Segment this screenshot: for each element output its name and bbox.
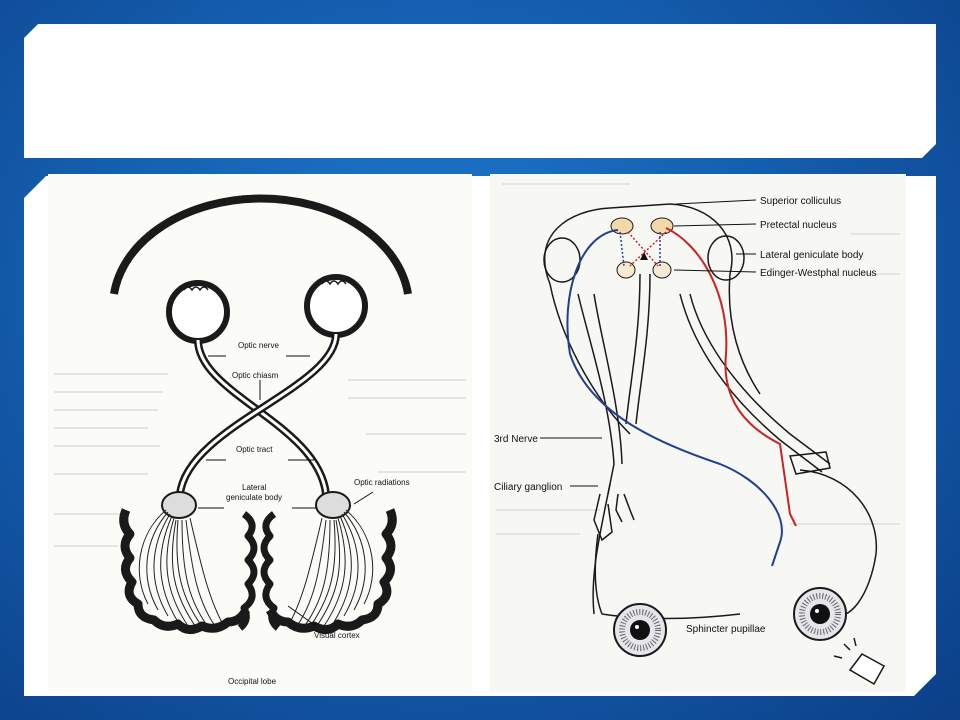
background-text bbox=[54, 373, 466, 547]
right-lateral-geniculate-body bbox=[315, 491, 351, 519]
label-sphincter-pupillae: Sphincter pupillae bbox=[686, 624, 766, 635]
visual-pathway-figure: Optic nerve Optic chiasm Optic tract Lat… bbox=[48, 174, 472, 692]
right-eye-iris bbox=[793, 587, 847, 641]
label-visual-cortex: Visual cortex bbox=[314, 631, 360, 640]
pointer-lines bbox=[540, 199, 757, 487]
right-optic-radiations bbox=[287, 509, 374, 633]
label-superior-colliculus: Superior colliculus bbox=[760, 196, 841, 207]
label-third-nerve: 3rd Nerve bbox=[494, 434, 538, 445]
label-lateral: Lateral bbox=[242, 483, 267, 492]
label-ciliary-ganglion: Ciliary ganglion bbox=[494, 482, 562, 493]
background-text bbox=[496, 183, 900, 535]
label-optic-chiasm: Optic chiasm bbox=[232, 371, 279, 380]
brainstem-outline bbox=[543, 203, 878, 617]
label-geniculate-body: geniculate body bbox=[226, 493, 282, 502]
left-eye bbox=[166, 280, 230, 344]
label-optic-radiations: Optic radiations bbox=[354, 478, 410, 487]
occipital-cortex bbox=[119, 508, 397, 634]
flashlight-icon bbox=[833, 637, 886, 686]
optic-pathway bbox=[176, 333, 340, 495]
left-eye-iris bbox=[613, 603, 667, 657]
label-lateral-geniculate-body: Lateral geniculate body bbox=[760, 250, 863, 261]
ciliary-ganglion bbox=[594, 533, 741, 620]
pretectal-nuclei bbox=[610, 217, 674, 235]
left-optic-radiations bbox=[138, 509, 225, 633]
pupillary-reflex-figure: Superior colliculus Pretectal nucleus La… bbox=[490, 174, 906, 692]
label-pretectal-nucleus: Pretectal nucleus bbox=[760, 220, 837, 231]
slide-title-area bbox=[24, 24, 936, 158]
efferent-pathway bbox=[566, 229, 783, 567]
midline-marker bbox=[640, 252, 648, 260]
pointer-arrows bbox=[198, 355, 374, 627]
left-lateral-geniculate-body bbox=[161, 491, 197, 519]
visual-field-arc bbox=[110, 194, 412, 295]
label-edinger-westphal-nucleus: Edinger-Westphal nucleus bbox=[760, 268, 877, 279]
right-eye bbox=[304, 274, 368, 338]
efferent-crossing bbox=[619, 231, 661, 267]
label-optic-tract: Optic tract bbox=[236, 445, 273, 454]
label-occipital-lobe: Occipital lobe bbox=[228, 677, 277, 686]
label-optic-nerve: Optic nerve bbox=[238, 341, 279, 350]
afferent-pathway bbox=[665, 227, 797, 527]
edinger-westphal-nuclei bbox=[616, 261, 672, 279]
third-nerve bbox=[593, 493, 635, 542]
